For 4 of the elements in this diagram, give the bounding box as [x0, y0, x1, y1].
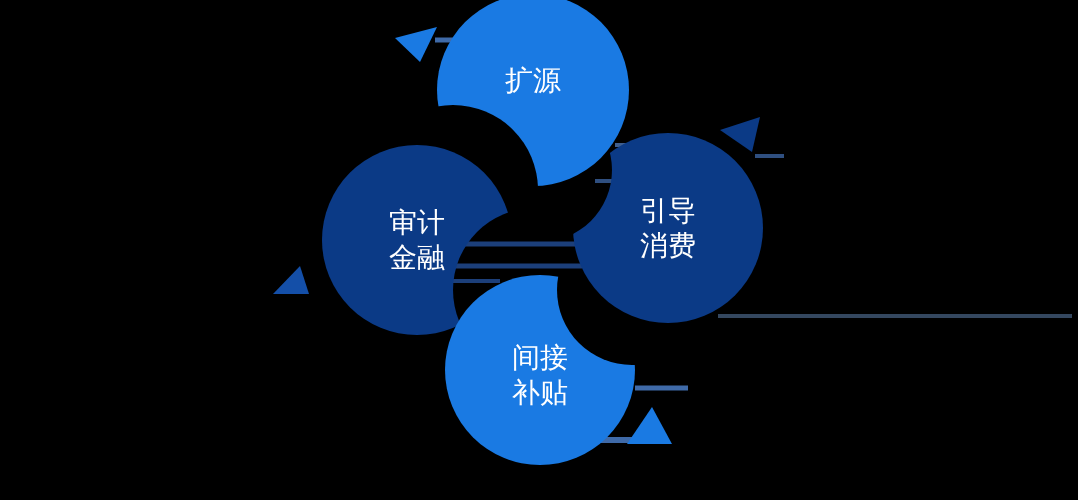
node-label: 扩源: [504, 62, 562, 98]
node-label: 间接补贴: [511, 340, 569, 410]
node-label: 引导消费: [639, 193, 697, 263]
node-label: 审计金融: [388, 205, 446, 275]
